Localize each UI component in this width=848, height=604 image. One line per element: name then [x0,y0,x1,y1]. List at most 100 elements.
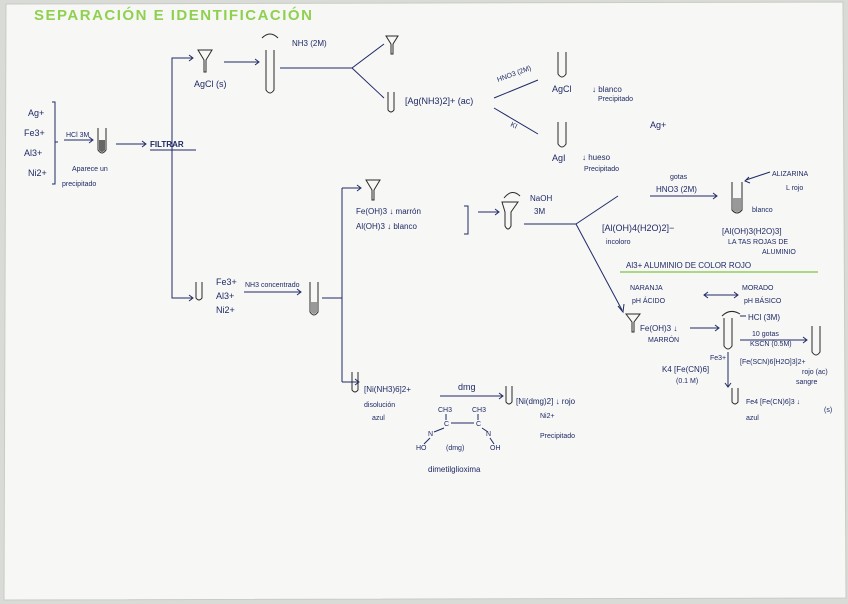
ion-ni: Ni2+ [28,168,47,178]
ch3-left: CH3 [438,407,452,414]
kscn-label: KSCN (0.5M) [750,341,792,348]
ni-dmg-product: [Ni(dmg)2] ↓ rojo [516,397,576,406]
fe3-label: Fe3+ [710,355,726,362]
funnel-icon [197,49,213,73]
thio-rojo: rojo (ac) [802,369,828,376]
al-complex: [Al(OH)4(H2O)2]− [602,223,674,233]
arrowhead [88,136,94,144]
test-tube-icon [731,388,739,405]
filtrar-label: FILTRAR [150,140,184,149]
hydrox-brace [464,205,469,235]
agi-precip: Precipitado [584,166,619,173]
mid-fe: Fe3+ [216,277,237,287]
arrowhead [354,378,360,386]
ni-disol: disolución [364,402,395,409]
arrow-down-right [351,67,385,99]
test-tube-icon [387,92,395,113]
c-right: C [476,421,481,428]
feoh-fe: Fe(OH)3 ↓ [640,324,677,333]
k4-label: K4 [Fe(CN)6] [662,365,709,374]
al-banner: Al3+ ALUMINIO DE COLOR ROJO [626,261,751,270]
start-brace [52,101,58,185]
ho-group: HO [416,445,427,452]
naranja-label: NARANJA [630,285,663,292]
thio-sangre: sangre [796,379,818,386]
ag-plus: Ag+ [650,120,666,130]
ion-al: Al3+ [24,148,42,158]
arrowhead [712,192,718,200]
arrow-hno3 [493,79,539,99]
precip-note-1: Aparece un [72,166,108,173]
basico-label: pH BÁSICO [744,296,782,305]
dmg-structure: CH3 CH3 C C N N HO OH (dmg) dimetilgliox… [416,407,501,474]
agcl-label: AgCl (s) [194,79,227,89]
arrowhead [296,288,302,296]
test-tube-icon [309,282,319,316]
nh3-label: NH3 (2M) [292,39,327,48]
alizarina-label: ALIZARINA [772,171,809,178]
nh3-conc-label: NH3 concentrado [245,282,300,289]
al-blanco: blanco [752,207,773,214]
arrowhead [744,176,751,184]
test-tube-icon [557,52,567,78]
arrowhead [254,58,260,66]
prussian-s: (s) [824,407,832,414]
acido-label: pH ÁCIDO [632,296,666,305]
mid-ni: Ni2+ [216,305,235,315]
n-right: N [486,431,491,438]
ni-ion: Ni2+ [540,413,555,420]
c-left: C [444,421,449,428]
naoh-label: NaOH [530,194,552,203]
funnel-icon [365,179,381,201]
ion-fe: Fe3+ [24,128,45,138]
arrowhead [494,208,500,216]
mid-al: Al3+ [216,291,234,301]
thio-complex: [Fe(SCN)6[H2O]3]2+ [740,359,806,366]
arrowhead [188,294,194,302]
agcl-precip: Precipitado [598,96,633,103]
arrow-ki [493,107,539,135]
hcl-fe-label: HCl (3M) [748,313,780,322]
arrowhead [356,184,362,192]
ion-ag: Ag+ [28,108,44,118]
ni-precip: Precipitado [540,433,575,440]
aliz-rojo: L rojo [786,185,803,192]
morado-label: MORADO [742,285,774,292]
agcl-blanco: ↓ blanco [592,85,622,94]
test-tube-icon [261,33,279,94]
hno3-al-label: HNO3 (2M) [656,185,697,194]
marron-label: MARRÓN [648,335,679,344]
page-title: SEPARACIÓN E IDENTIFICACIÓN [34,6,313,24]
lake-text-2: ALUMINIO [762,249,796,256]
ni-complex: [Ni(NH3)6]2+ [364,385,411,394]
n-left: N [428,431,433,438]
aliz-arrow [745,171,771,181]
agcl-product: AgCl [552,84,572,94]
funnel-icon [385,35,399,55]
arrowhead [498,392,504,400]
naoh-conc: 3M [534,207,545,216]
funnel-icon [625,313,641,333]
ki-label: KI [509,121,518,130]
arrowhead [802,336,808,344]
ch3-right: CH3 [472,407,486,414]
funnel-icon [501,192,521,230]
dmg-paren: (dmg) [446,445,464,452]
hcl-label: HCl 3M [66,132,90,139]
k4-conc: (0.1 M) [676,378,698,385]
test-tube-icon [351,372,359,393]
arrowhead [188,54,194,62]
paper-sheet [3,1,847,601]
agi-hueso: ↓ hueso [582,153,611,162]
arrowhead [617,303,625,314]
ag-complex-label: [Ag(NH3)2]+ (ac) [405,96,473,106]
branch-down [575,223,623,311]
prussian-blue: Fe4 [Fe(CN)6]3 ↓ [746,399,800,406]
test-tube-icon [97,128,107,154]
dmg-label: dmg [458,382,476,392]
arrowhead [141,140,147,148]
prussian-azul: azul [746,415,759,422]
test-tube-icon [195,282,203,301]
lake-text-1: LA TAS ROJAS DE [728,239,788,246]
lake-formula: [Al(OH)3(H2O)3] [722,227,782,236]
